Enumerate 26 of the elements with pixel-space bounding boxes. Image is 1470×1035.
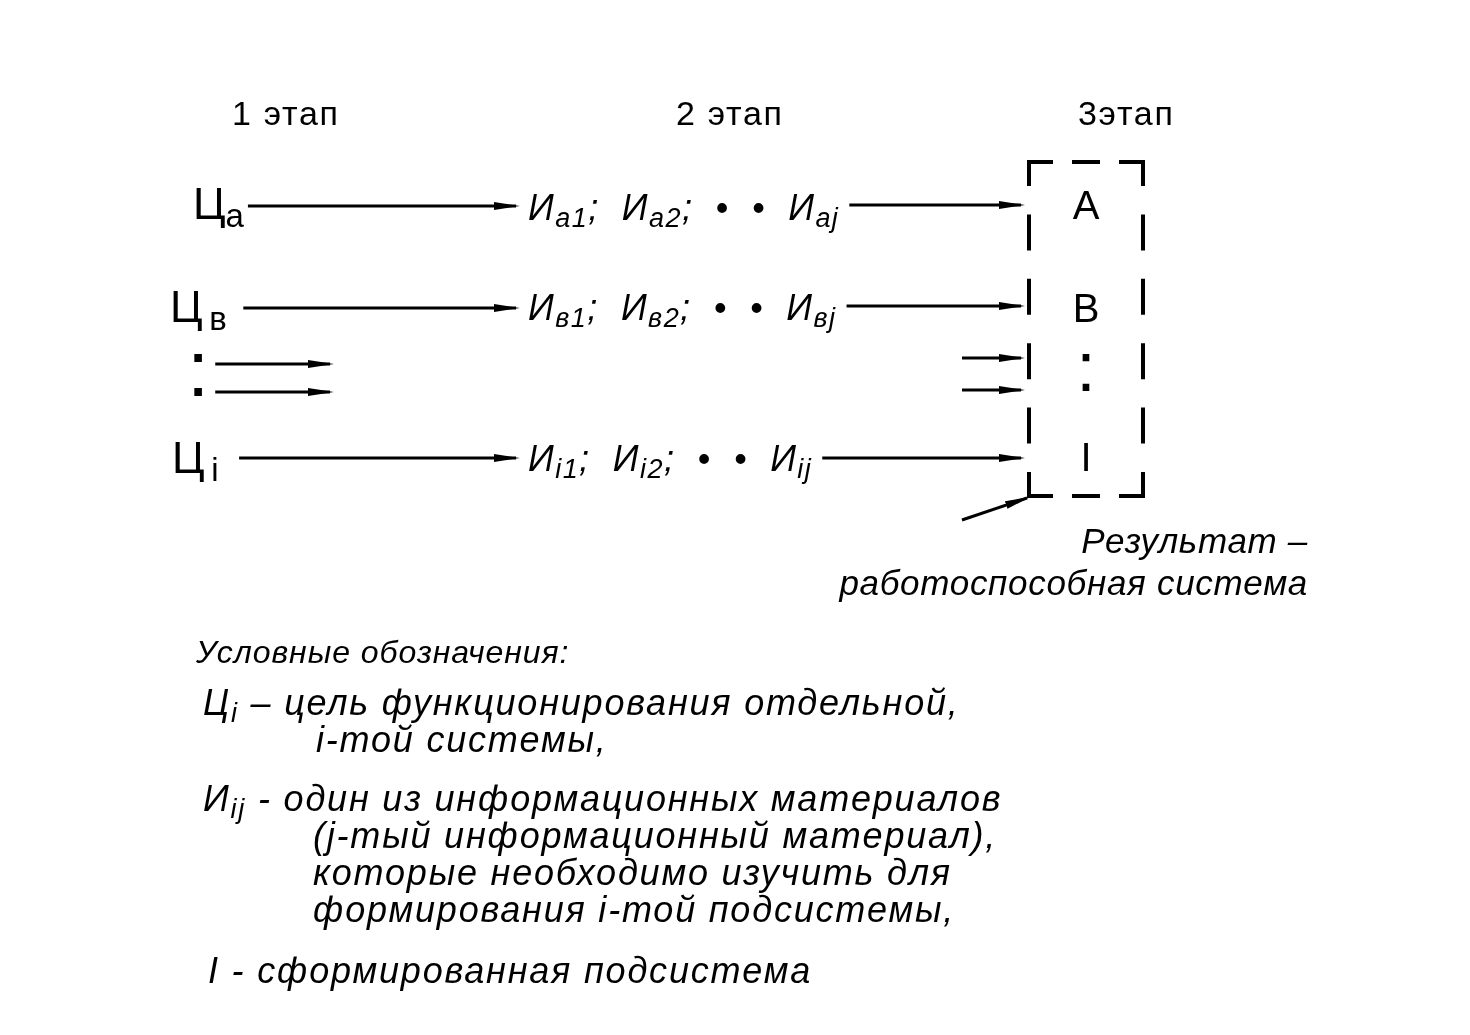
legend-entry: Ц$_{i}$ – цель функционирования отдельной, i-той системы, bbox=[203, 684, 961, 758]
goal-symbol: Ц$_{в}$ bbox=[170, 283, 234, 331]
dashed-box bbox=[1027, 160, 1145, 498]
arrow bbox=[247, 202, 520, 210]
goal-symbol: Ц$_{i}$ bbox=[172, 434, 226, 482]
subsystem-label: В bbox=[1072, 288, 1100, 328]
arrow bbox=[215, 388, 334, 396]
arrow bbox=[962, 386, 1025, 394]
result-caption: Результат – работоспособная система bbox=[812, 520, 1308, 604]
goal-symbol: Ц$_{а}$ bbox=[193, 180, 244, 228]
arrow bbox=[215, 360, 334, 368]
legend-heading: Условные обозначения: bbox=[196, 633, 570, 672]
subsystem-label: I bbox=[1080, 437, 1092, 477]
arrow bbox=[846, 302, 1025, 310]
arrow bbox=[849, 201, 1025, 209]
legend-entry: I - сформированная подсистема bbox=[208, 949, 812, 993]
stage-heading: 3этап bbox=[1078, 93, 1175, 134]
arrow bbox=[822, 454, 1025, 462]
stage-heading: 2 этап bbox=[676, 93, 784, 134]
stage-heading: 1 этап bbox=[232, 93, 340, 134]
arrow bbox=[239, 454, 520, 462]
arrow bbox=[962, 354, 1025, 362]
subsystem-label: А bbox=[1072, 185, 1100, 225]
legend-entry: И$_{ij}$ - один из информационных материалов (j-тый информационный материал), которые необходимо изучить для формирования i-той подсистемы, bbox=[203, 780, 1004, 928]
vertical-ellipsis: : bbox=[1076, 332, 1096, 402]
arrow bbox=[243, 304, 520, 312]
